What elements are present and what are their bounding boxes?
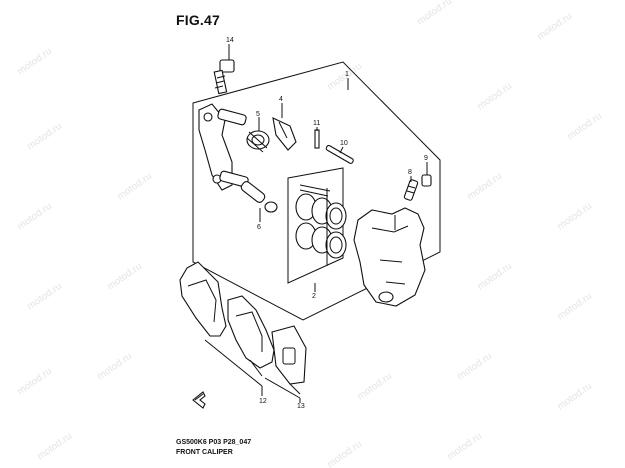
watermark: motod.ru: [555, 381, 594, 413]
watermark: motod.ru: [555, 291, 594, 323]
watermark: motod.ru: [15, 46, 54, 78]
watermark: motod.ru: [565, 111, 604, 143]
leader-line: [204, 339, 301, 403]
callout-4: 4: [279, 96, 283, 103]
part-6-slide-pin: [240, 181, 278, 213]
watermark: motod.ru: [325, 439, 364, 468]
callout-5: 5: [256, 111, 260, 118]
caliper-body: [353, 207, 426, 307]
watermark: motod.ru: [475, 81, 514, 113]
watermark: motod.ru: [115, 171, 154, 203]
callout-9: 9: [424, 155, 428, 162]
watermark: motod.ru: [15, 201, 54, 233]
caliper-bracket: [198, 103, 249, 191]
callout-6: 6: [257, 224, 261, 231]
part-8-bleeder: [403, 179, 419, 201]
watermark: motod.ru: [15, 366, 54, 398]
watermark: motod.ru: [35, 431, 74, 463]
leader-line: [339, 146, 344, 154]
callout-2: 2: [312, 293, 316, 300]
callout-13: 13: [297, 403, 305, 410]
caliper-pistons: [295, 184, 347, 266]
watermark: motod.ru: [95, 351, 134, 383]
figure-caption: FRONT CALIPER: [176, 449, 233, 456]
callout-10: 10: [340, 140, 348, 147]
figure-code: GS500K6 P03 P28_047: [176, 439, 252, 446]
part-4-clip: [272, 117, 297, 151]
watermark: motod.ru: [555, 201, 594, 233]
watermark: motod.ru: [355, 371, 394, 403]
part-13-shim: [271, 325, 307, 385]
callout-12: 12: [259, 398, 267, 405]
watermark: motod.ru: [475, 261, 514, 293]
front-arrow-icon: [192, 391, 206, 409]
brake-pads: [179, 261, 275, 369]
callout-1: 1: [345, 71, 349, 78]
figure-title: FIG.47: [176, 12, 220, 28]
watermark: motod.ru: [25, 281, 64, 313]
caliper-assembly-outline: [192, 61, 441, 321]
callout-14: 14: [226, 37, 234, 44]
figure-footer: GS500K6 P03 P28_047 FRONT CALIPER: [176, 438, 251, 458]
watermark: motod.ru: [455, 351, 494, 383]
watermark: motod.ru: [105, 261, 144, 293]
part-11-pin: [314, 129, 320, 149]
watermark: motod.ru: [535, 11, 574, 43]
watermark: motod.ru: [25, 121, 64, 153]
piston-set-outline: [287, 167, 344, 284]
part-9-cap: [421, 174, 432, 187]
part-14-bolt: [213, 59, 235, 95]
part-5-boot: [246, 130, 270, 153]
watermark: motod.ru: [465, 171, 504, 203]
part-10-pin: [325, 144, 354, 164]
watermark: motod.ru: [415, 0, 454, 27]
callout-11: 11: [313, 120, 320, 127]
watermark: motod.ru: [445, 431, 484, 463]
callout-8: 8: [408, 169, 412, 176]
